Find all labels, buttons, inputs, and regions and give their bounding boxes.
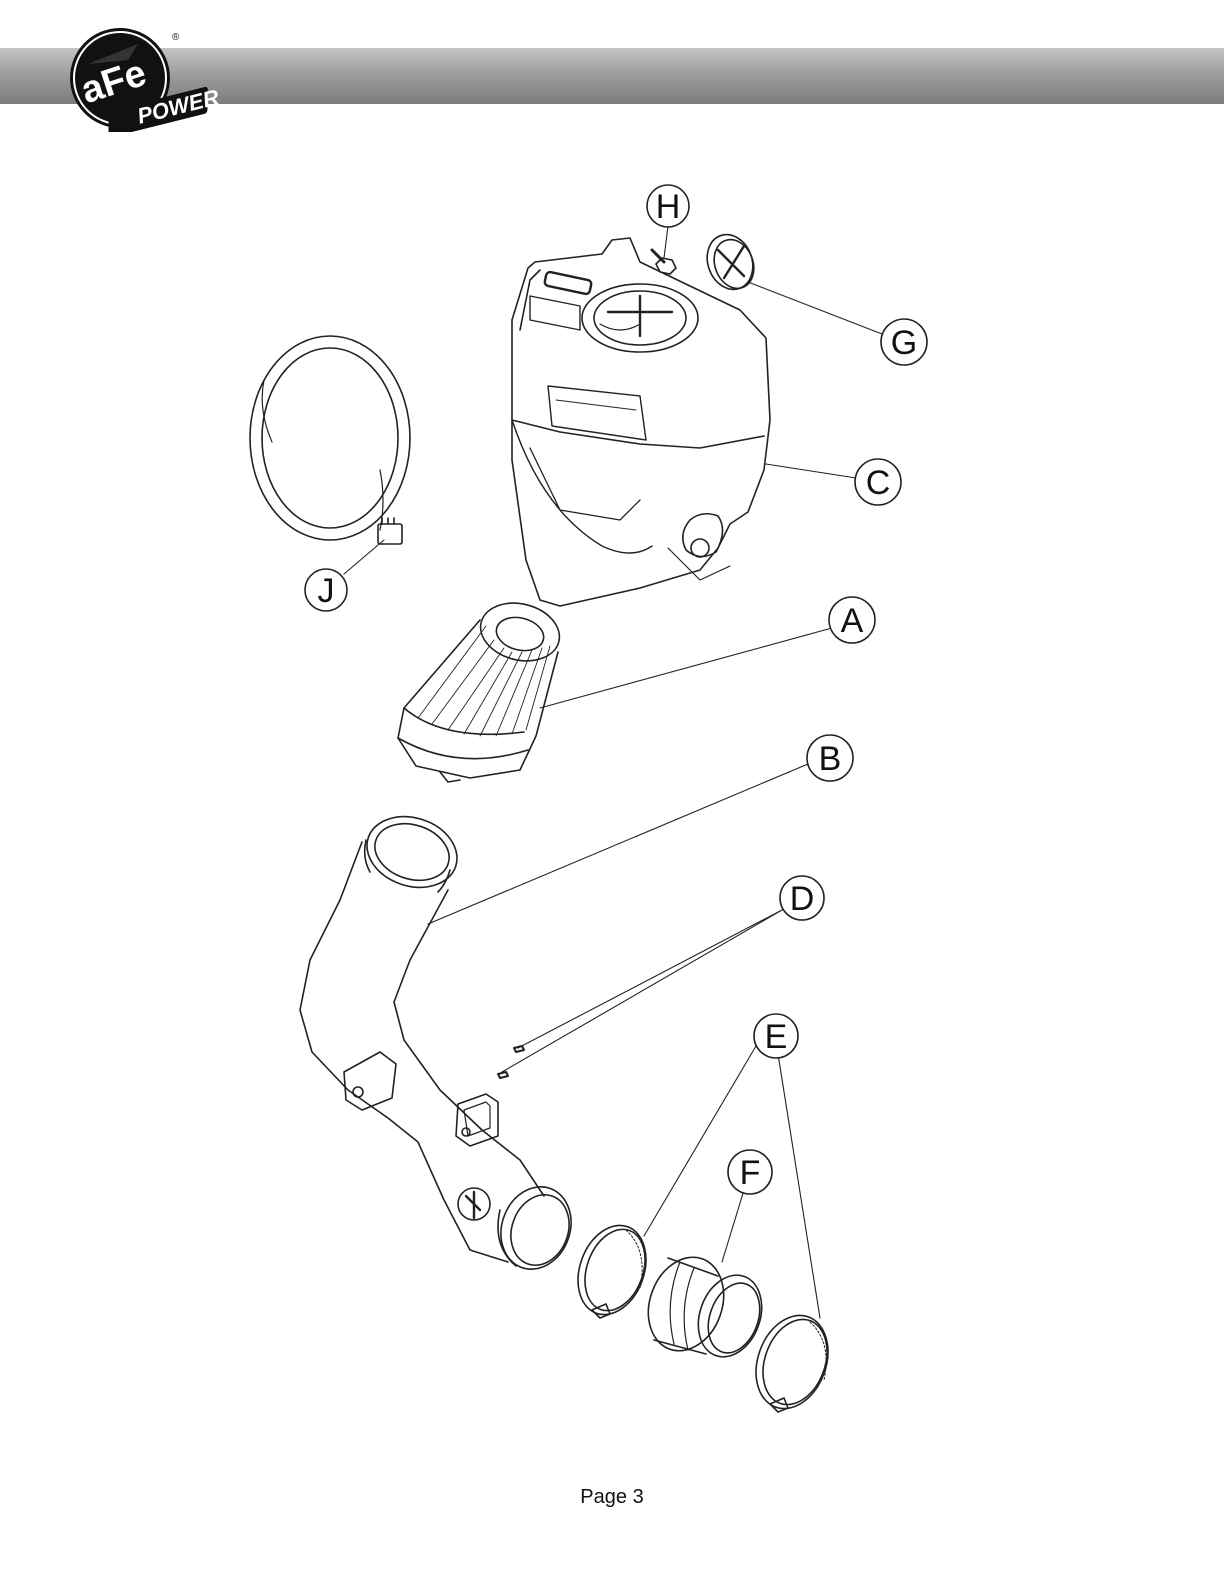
logo-registered: ®	[172, 32, 180, 43]
callout-d: D	[779, 875, 825, 921]
svg-text:D: D	[790, 880, 815, 918]
part-e-hose-clamp-2	[755, 1314, 829, 1413]
callout-a: A	[828, 596, 876, 644]
callout-f: F	[727, 1149, 773, 1195]
svg-text:J: J	[318, 572, 335, 610]
callout-e: E	[753, 1013, 799, 1059]
part-f-coupler	[647, 1256, 763, 1358]
callout-g: G	[880, 318, 928, 366]
callout-b: B	[806, 734, 854, 782]
part-d-screws	[497, 1045, 525, 1079]
part-j-ring-seal	[249, 335, 411, 545]
svg-text:G: G	[891, 324, 917, 362]
svg-text:H: H	[656, 188, 681, 226]
callout-h: H	[646, 184, 690, 228]
part-g-cap	[706, 233, 755, 291]
callout-j: J	[304, 568, 348, 612]
svg-text:B: B	[819, 740, 842, 778]
part-b-intake-tube	[299, 815, 572, 1270]
svg-text:F: F	[740, 1154, 761, 1192]
part-c-airbox-housing	[511, 237, 771, 607]
svg-text:A: A	[841, 602, 864, 640]
page-number: Page 3	[580, 1486, 644, 1508]
callout-c: C	[854, 458, 902, 506]
svg-text:E: E	[765, 1018, 788, 1056]
part-h-bolt	[650, 248, 677, 275]
leader-lines	[343, 225, 883, 1319]
svg-text:C: C	[866, 464, 891, 502]
part-e-hose-clamp-1	[577, 1224, 647, 1319]
afe-power-logo: aFe ® POWER	[70, 28, 222, 132]
part-a-cone-filter	[397, 602, 561, 783]
